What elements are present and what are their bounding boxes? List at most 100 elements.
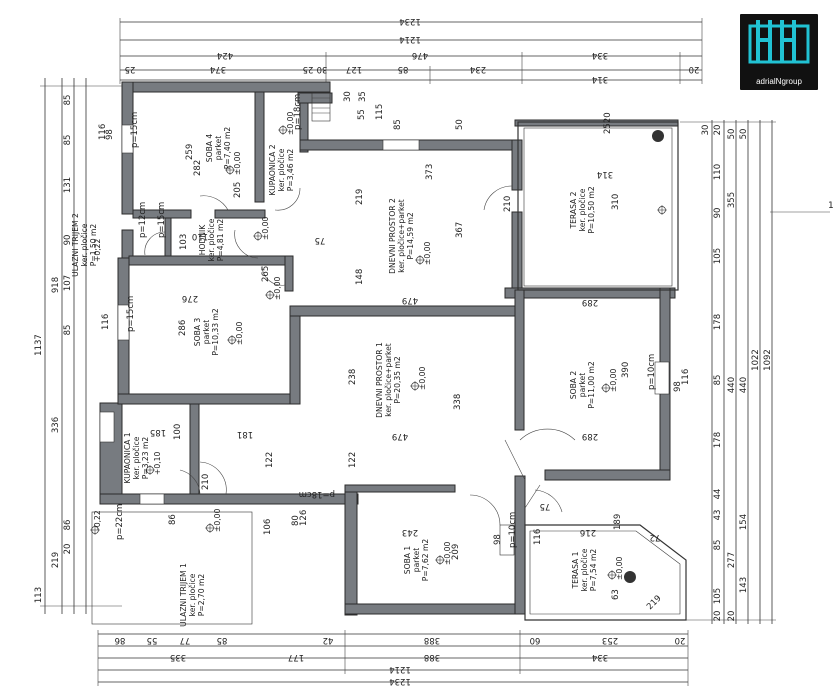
svg-text:HODNIK: HODNIK	[198, 224, 207, 255]
svg-text:103: 103	[179, 234, 189, 250]
dim-right-277: 277	[727, 552, 737, 568]
svg-text:ker. pločice: ker. pločice	[580, 548, 589, 591]
svg-text:210: 210	[503, 196, 513, 212]
svg-text:338: 338	[453, 394, 463, 410]
svg-text:289: 289	[582, 297, 598, 307]
logo-mark-icon	[748, 20, 810, 64]
dim-left-336: 336	[51, 417, 61, 433]
svg-text:ker. pločice: ker. pločice	[578, 188, 587, 231]
svg-text:P=7,40 m2: P=7,40 m2	[223, 127, 232, 170]
svg-text:SOBA 2: SOBA 2	[569, 371, 578, 400]
svg-text:TERASA 1: TERASA 1	[571, 551, 580, 589]
level-soba2: ±0,00	[609, 369, 618, 392]
svg-text:P=1,50 m2: P=1,50 m2	[89, 224, 98, 267]
dim-left-113: 113	[34, 587, 44, 603]
svg-text:106: 106	[263, 519, 273, 535]
dimensions-top: 1234 1214 424 476 334 25 374 30 25 127 8…	[119, 16, 703, 84]
svg-text:ULAZNI TRIJEM 2: ULAZNI TRIJEM 2	[71, 213, 80, 277]
room-soba4: SOBA 4 parket P=7,40 m2	[205, 127, 232, 170]
dim-left-90: 90	[63, 235, 73, 246]
svg-text:85: 85	[393, 119, 403, 130]
dim-left-85c: 85	[63, 325, 73, 336]
svg-text:SOBA 1: SOBA 1	[403, 546, 412, 575]
room-soba3: SOBA 3 parket P=10,33 m2	[193, 308, 220, 355]
svg-text:KUPAONICA 2: KUPAONICA 2	[268, 144, 277, 195]
svg-text:219: 219	[645, 594, 664, 613]
dim-left-85b: 85	[63, 135, 73, 146]
logo-text: adrialNgroup	[756, 77, 802, 86]
room-kupaonica1: KUPAONICA 1 ker. pločice P=3,23 m2	[123, 432, 150, 483]
dim-top-85: 85	[398, 64, 409, 74]
dim-right-20b: 20	[713, 125, 723, 136]
room-dnevni-prostor1: DNEVNI PROSTOR 1 ker. pločice+parket P=2…	[375, 342, 402, 418]
svg-text:ker. pločice+parket: ker. pločice+parket	[384, 343, 393, 417]
svg-text:parket: parket	[202, 320, 211, 344]
svg-text:116: 116	[101, 314, 111, 330]
svg-text:35: 35	[358, 91, 368, 102]
dimensions-bottom: 86 55 77 85 42 388 60 253 20 335 177 388…	[97, 630, 689, 686]
dim-right-20c: 20	[727, 611, 737, 622]
dim-bot-20: 20	[675, 635, 686, 645]
level-dnevni1: ±0,00	[418, 367, 427, 390]
svg-text:75: 75	[540, 501, 551, 511]
dim-bot-177: 177	[288, 652, 304, 662]
svg-text:ker. pločice: ker. pločice	[132, 436, 141, 479]
room-hodnik: HODNIK ker. pločice P=4,81 m2	[198, 218, 225, 261]
dim-bot-77: 77	[180, 635, 191, 645]
terrace-outlines	[91, 121, 687, 625]
svg-text:TERASA 2: TERASA 2	[569, 191, 578, 229]
dim-bot-60: 60	[530, 635, 541, 645]
level-ulazni1: ±0,00	[213, 509, 222, 532]
dim-right-20a: 20	[713, 611, 723, 622]
dim-right-50a: 50	[739, 129, 749, 140]
dim-top-314: 314	[592, 74, 608, 84]
svg-text:373: 373	[425, 164, 435, 180]
svg-text:122: 122	[265, 452, 275, 468]
stairs-top	[311, 92, 331, 122]
svg-text:P=11,00 m2: P=11,00 m2	[587, 361, 596, 408]
dim-bot-388a: 388	[424, 635, 440, 645]
dim-right-1022: 1022	[751, 349, 761, 371]
room-labels: SOBA 4 parket P=7,40 m2 KUPAONICA 2 ker.…	[71, 127, 598, 627]
company-logo: adrialNgroup	[740, 14, 818, 90]
svg-text:P=7,62 m2: P=7,62 m2	[421, 539, 430, 582]
dim-bot-86: 86	[115, 635, 126, 645]
level-soba3b: ±0,00	[273, 277, 282, 300]
svg-text:parket: parket	[214, 136, 223, 160]
level-soba1: ±0,00	[443, 542, 452, 565]
svg-text:98: 98	[673, 381, 683, 392]
dim-left-131: 131	[63, 177, 73, 193]
window-labels: p=15cm 98 116 p=15cm 116 p=18cm p=18cm p…	[98, 94, 691, 548]
svg-text:205: 205	[233, 182, 243, 198]
room-ulazni-trijem1: ULAZNI TRIJEM 1 ker. pločice P=2,70 m2	[179, 563, 206, 627]
svg-text:P=14,59 m2: P=14,59 m2	[406, 212, 415, 259]
dim-top-374: 374	[210, 64, 226, 74]
svg-text:122: 122	[348, 452, 358, 468]
svg-text:72: 72	[650, 532, 661, 542]
svg-text:ker. pločice: ker. pločice	[207, 218, 216, 261]
room-soba2: SOBA 2 parket P=11,00 m2	[569, 361, 596, 408]
svg-text:p=15cm: p=15cm	[157, 202, 167, 238]
svg-text:282: 282	[193, 160, 203, 176]
level-dnevni2: ±0,00	[423, 242, 432, 265]
svg-text:parket: parket	[578, 373, 587, 397]
axis-label-1: 1	[828, 201, 834, 211]
dim-top-25: 25	[125, 64, 136, 74]
dim-right-143: 143	[739, 577, 749, 593]
dim-top-1234: 1234	[399, 16, 421, 26]
dim-bot-85: 85	[217, 635, 228, 645]
svg-text:98: 98	[105, 129, 115, 140]
dim-right-178a: 178	[713, 314, 723, 330]
dim-right-105b: 105	[713, 588, 723, 604]
svg-text:2520: 2520	[603, 112, 613, 134]
svg-text:209: 209	[451, 544, 461, 560]
dim-bot-335: 335	[170, 652, 186, 662]
dim-right-110: 110	[713, 164, 723, 180]
svg-text:148: 148	[355, 269, 365, 285]
svg-text:243: 243	[402, 527, 418, 537]
dim-right-440a: 440	[739, 377, 749, 393]
door-swings	[144, 185, 576, 526]
level-soba3: ±0,00	[235, 322, 244, 345]
dim-left-1137: 1137	[34, 334, 44, 356]
level-kupaonica1: +0,10	[153, 452, 162, 475]
